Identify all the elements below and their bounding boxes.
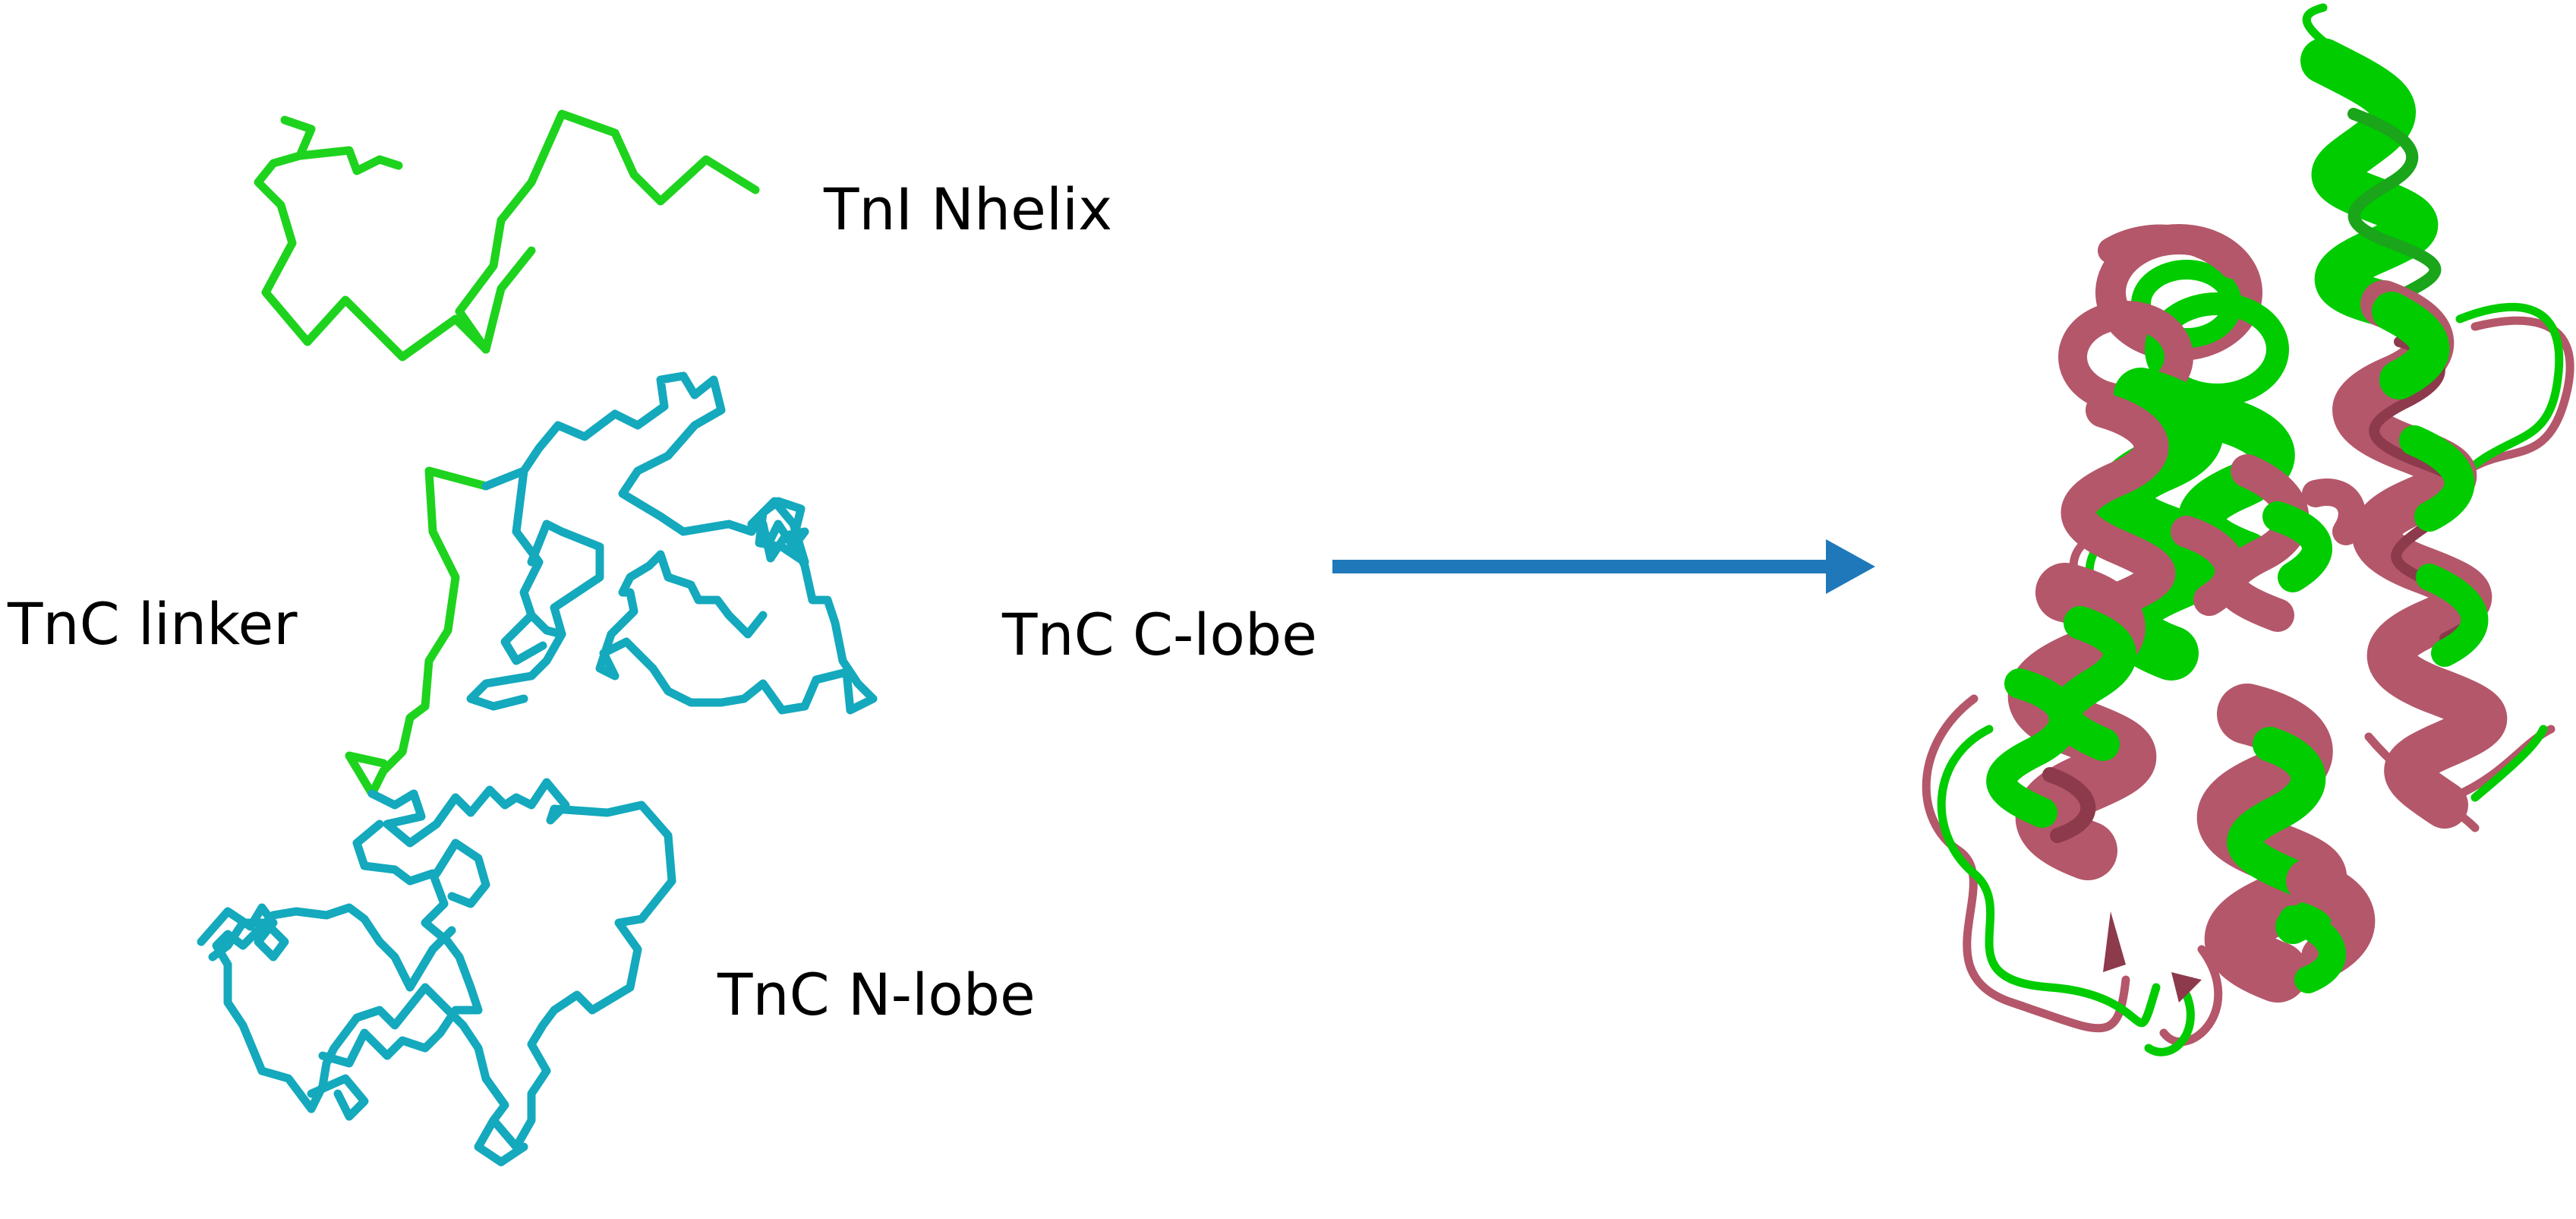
tnc-nlobe-label: TnC N-lobe xyxy=(717,961,1036,1028)
tnc-clobe-trace xyxy=(466,371,878,715)
tnc-clobe-label: TnC C-lobe xyxy=(1002,601,1317,668)
tnc-nlobe-trace xyxy=(197,778,676,1167)
arrow-shaft xyxy=(1332,560,1833,573)
arrow-head xyxy=(1826,539,1875,594)
transform-arrow xyxy=(1332,539,1875,594)
lower-helices xyxy=(2103,684,2376,1003)
left-helices xyxy=(1986,563,2156,880)
tnc-linker-trace xyxy=(345,466,490,798)
tni-nhelix-trace xyxy=(254,109,760,362)
tnc-linker-label: TnC linker xyxy=(8,590,298,658)
tni-nhelix-label: TnI Nhelix xyxy=(824,175,1113,243)
overlay-structure xyxy=(1922,3,2574,1056)
long-helix xyxy=(2300,38,2507,829)
top-helices xyxy=(2058,224,2289,413)
